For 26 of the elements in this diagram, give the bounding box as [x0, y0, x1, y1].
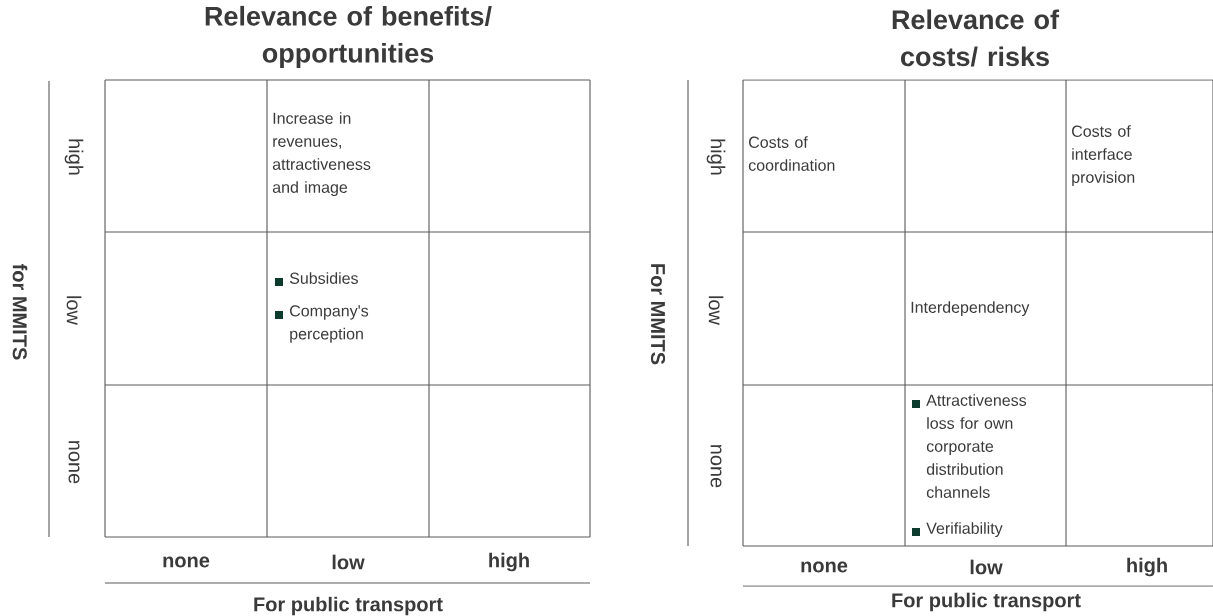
axis-tick-label: none: [68, 441, 80, 484]
bullet-item: Subsidies: [275, 272, 358, 286]
axis-tick-label: none: [801, 561, 848, 573]
axis-tick-label: low: [332, 554, 365, 570]
bullet-item: Company's perception: [275, 305, 369, 343]
axis-tick-label: low: [66, 296, 82, 326]
cell-text: Costs of interface provision: [1072, 125, 1135, 187]
axis-tick-label: none: [163, 556, 210, 568]
axis-tick-label: high: [64, 139, 84, 175]
cell-text: Interdependency: [911, 301, 1030, 317]
axis-tick-label: low: [708, 296, 724, 326]
axis-title: For public transport: [892, 592, 1081, 612]
axis-tick-label: high: [489, 552, 529, 572]
axis-title: for MMITS: [12, 264, 28, 360]
axis-tick-label: low: [970, 559, 1003, 575]
axis-tick-label: none: [710, 445, 722, 488]
cell-text: Costs of coordination: [748, 136, 835, 171]
axis-title: For public transport: [254, 596, 443, 616]
axis-title: For MMITS: [650, 264, 666, 365]
bullet-item: Attractiveness loss for own corporate distribution channels: [912, 394, 1027, 498]
axis-tick-label: high: [1127, 557, 1167, 577]
panel-title: Relevance of costs/ risks: [892, 9, 1060, 67]
bullet-item: Verifiability: [912, 522, 1003, 538]
axis-tick-label: high: [706, 139, 726, 175]
cell-text: Increase in revenues, attractiveness and image: [272, 112, 371, 197]
panel-title: Relevance of benefits/ opportunities: [205, 5, 492, 69]
